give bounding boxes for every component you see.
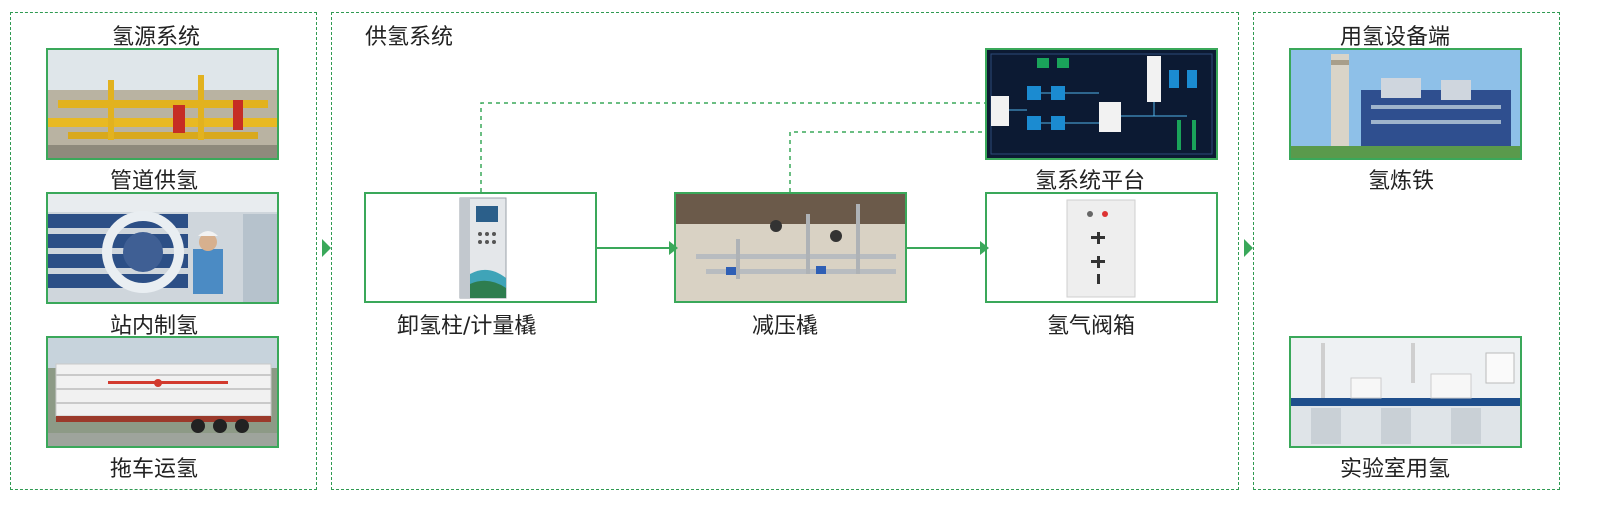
laboratory-hydrogen-photo [1289,336,1522,448]
hydrogen-valve-box-label: 氢气阀箱 [1047,314,1136,339]
tube-trailer-photo [46,336,279,448]
hydrogen-terminal-panel [1253,12,1560,490]
laboratory-hydrogen-label: 实验室用氢 [1340,457,1451,482]
source-section-title: 氢源系统 [112,25,201,50]
dispenser-to-pressure-arrow [597,241,678,255]
pressure-reducing-node [674,192,907,303]
source-to-supply-arrow [322,239,331,257]
dispenser-image [459,197,507,299]
tube-trailer-label: 拖车运氢 [110,457,199,482]
pressure-to-valvebox-arrow [907,241,989,255]
terminal-section-title: 用氢设备端 [1340,25,1451,50]
valve-box-image [1066,199,1136,298]
hydrogen-platform-screen [985,48,1218,160]
dispenser-signal-line [480,102,985,192]
pipeline-supply-label: 管道供氢 [110,169,199,194]
onsite-production-photo [46,192,279,304]
hydrogen-platform-label: 氢系统平台 [1035,169,1146,194]
supply-section-title: 供氢系统 [365,25,454,50]
onsite-production-label: 站内制氢 [110,314,199,339]
hydrogen-ironmaking-photo [1289,48,1522,160]
supply-to-terminal-arrow [1244,239,1253,257]
pressure-signal-line [789,131,985,192]
dispenser-node [364,192,597,303]
dispenser-label: 卸氢柱/计量橇 [397,314,537,339]
pressure-reducing-label: 减压橇 [752,314,819,339]
hydrogen-supply-panel [331,12,1239,490]
pipeline-supply-photo [46,48,279,160]
hydrogen-source-panel [10,12,317,490]
hydrogen-ironmaking-label: 氢炼铁 [1368,169,1435,194]
pressure-skid-image [676,194,905,301]
